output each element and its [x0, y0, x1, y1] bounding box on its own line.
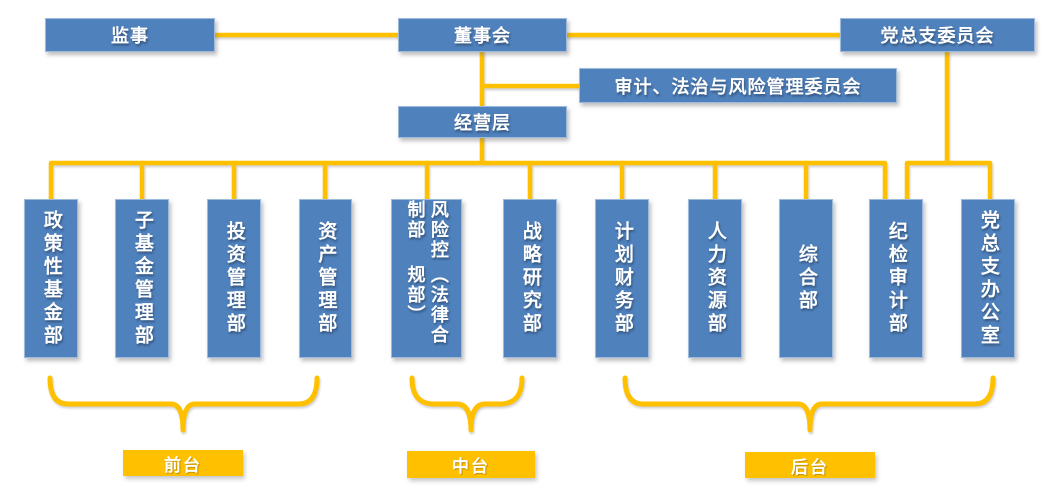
dept-party-branch-office: 党总支办公室: [961, 199, 1015, 358]
group-label-front-office: 前台: [123, 450, 243, 476]
dept-asset-management: 资产管理部: [299, 199, 352, 358]
dept-risk-control-primary: 风险控制部: [405, 200, 449, 260]
node-supervisor: 监事: [45, 18, 215, 52]
group-label-middle-office: 中台: [407, 451, 535, 478]
dept-discipline-audit: 纪检审计部: [869, 199, 923, 358]
node-party-committee: 党总支委员会: [840, 18, 1035, 52]
dept-general-affairs: 综合部: [779, 199, 833, 358]
dept-risk-control-secondary: （法律合规部）: [405, 265, 449, 346]
dept-strategy-research: 战略研究部: [503, 199, 557, 358]
brace-front-office: [47, 375, 320, 433]
dept-sub-fund-management: 子基金管理部: [115, 199, 169, 358]
dept-human-resources: 人力资源部: [688, 199, 742, 358]
dept-risk-control: 风险控制部 （法律合规部）: [391, 199, 462, 358]
node-audit-committee: 审计、法治与风险管理委员会: [579, 68, 897, 103]
node-management: 经营层: [398, 106, 567, 138]
dept-policy-fund: 政策性基金部: [24, 199, 78, 358]
brace-middle-office: [409, 375, 525, 433]
group-label-back-office: 后台: [745, 452, 875, 478]
node-board: 董事会: [398, 18, 567, 52]
brace-back-office: [622, 375, 996, 433]
line-main-bus: [48, 160, 888, 202]
dept-planning-finance: 计划财务部: [595, 199, 649, 358]
dept-investment-management: 投资管理部: [207, 199, 261, 358]
line-party-sub-bus: [904, 160, 993, 202]
